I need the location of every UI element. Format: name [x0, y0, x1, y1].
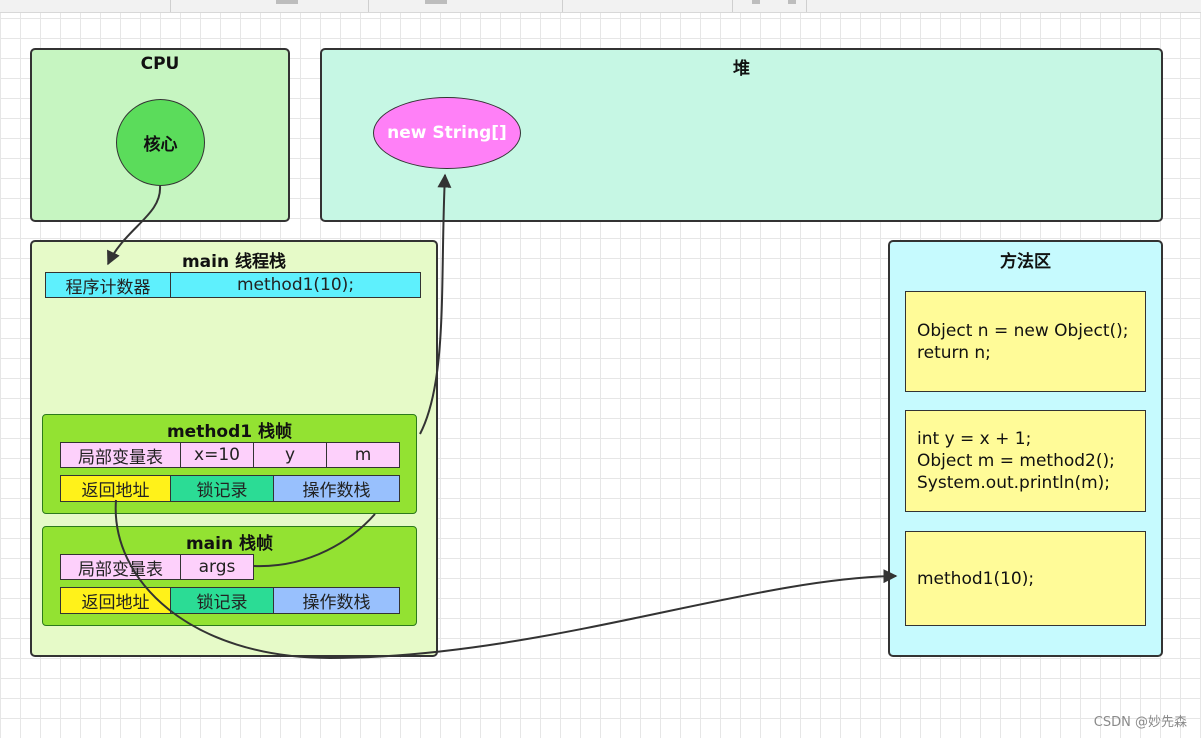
- method2-code-block: Object n = new Object(); return n;: [905, 291, 1146, 392]
- method1-code-block: int y = x + 1; Object m = method2(); Sys…: [905, 410, 1146, 512]
- code-line: Object n = new Object();: [917, 320, 1129, 341]
- lock-record-cell: 锁记录: [170, 587, 274, 614]
- local-m-to-heap-object-arrow: [419, 173, 452, 435]
- toolbar-separator: [732, 0, 733, 12]
- return-address-cell: 返回地址: [60, 475, 171, 502]
- main-code-block: method1(10);: [905, 531, 1146, 626]
- heap-title: 堆: [733, 59, 750, 79]
- cpu-core[interactable]: 核心: [116, 99, 205, 186]
- toolbar-separator: [170, 0, 171, 12]
- args-to-operand-stack-link: [253, 513, 376, 568]
- local-variable-table-label: 局部变量表: [60, 442, 181, 468]
- cpu-core-label: 核心: [143, 135, 178, 155]
- code-line: Object m = method2();: [917, 451, 1115, 471]
- main-frame-title: main 栈帧: [185, 534, 274, 554]
- local-variable-y: y: [253, 442, 327, 468]
- toolbar-button[interactable]: [425, 0, 447, 4]
- return-address-to-main-code-arrow: [114, 499, 898, 660]
- cpu-title: CPU: [140, 54, 180, 74]
- local-variable-args: args: [180, 554, 254, 580]
- program-counter-value: method1(10);: [170, 272, 421, 298]
- heap-object-new-string-array[interactable]: new String[]: [373, 97, 521, 169]
- code-line: method1(10);: [917, 568, 1035, 589]
- code-line: int y = x + 1;: [917, 429, 1032, 449]
- code-line: return n;: [917, 342, 991, 363]
- toolbar-button[interactable]: [788, 0, 796, 4]
- csdn-watermark: CSDN @妙先森: [1093, 715, 1187, 730]
- toolbar-strip: [0, 0, 1201, 13]
- code-line: System.out.println(m);: [917, 473, 1111, 493]
- toolbar-button[interactable]: [752, 0, 760, 4]
- return-address-cell: 返回地址: [60, 587, 171, 614]
- toolbar-separator: [368, 0, 369, 12]
- lock-record-cell: 锁记录: [170, 475, 274, 502]
- method1-frame-title: method1 栈帧: [166, 422, 293, 442]
- toolbar-separator: [806, 0, 807, 12]
- toolbar-separator: [562, 0, 563, 12]
- local-variable-x: x=10: [180, 442, 254, 468]
- local-variable-m: m: [326, 442, 400, 468]
- operand-stack-cell: 操作数栈: [273, 475, 400, 502]
- operand-stack-cell: 操作数栈: [273, 587, 400, 614]
- core-to-program-counter-arrow: [107, 185, 162, 266]
- main-thread-stack-title: main 线程栈: [181, 252, 287, 272]
- toolbar-button[interactable]: [276, 0, 298, 4]
- method-area-title: 方法区: [1000, 252, 1051, 272]
- heap-object-label: new String[]: [387, 123, 507, 143]
- program-counter-label: 程序计数器: [45, 272, 171, 298]
